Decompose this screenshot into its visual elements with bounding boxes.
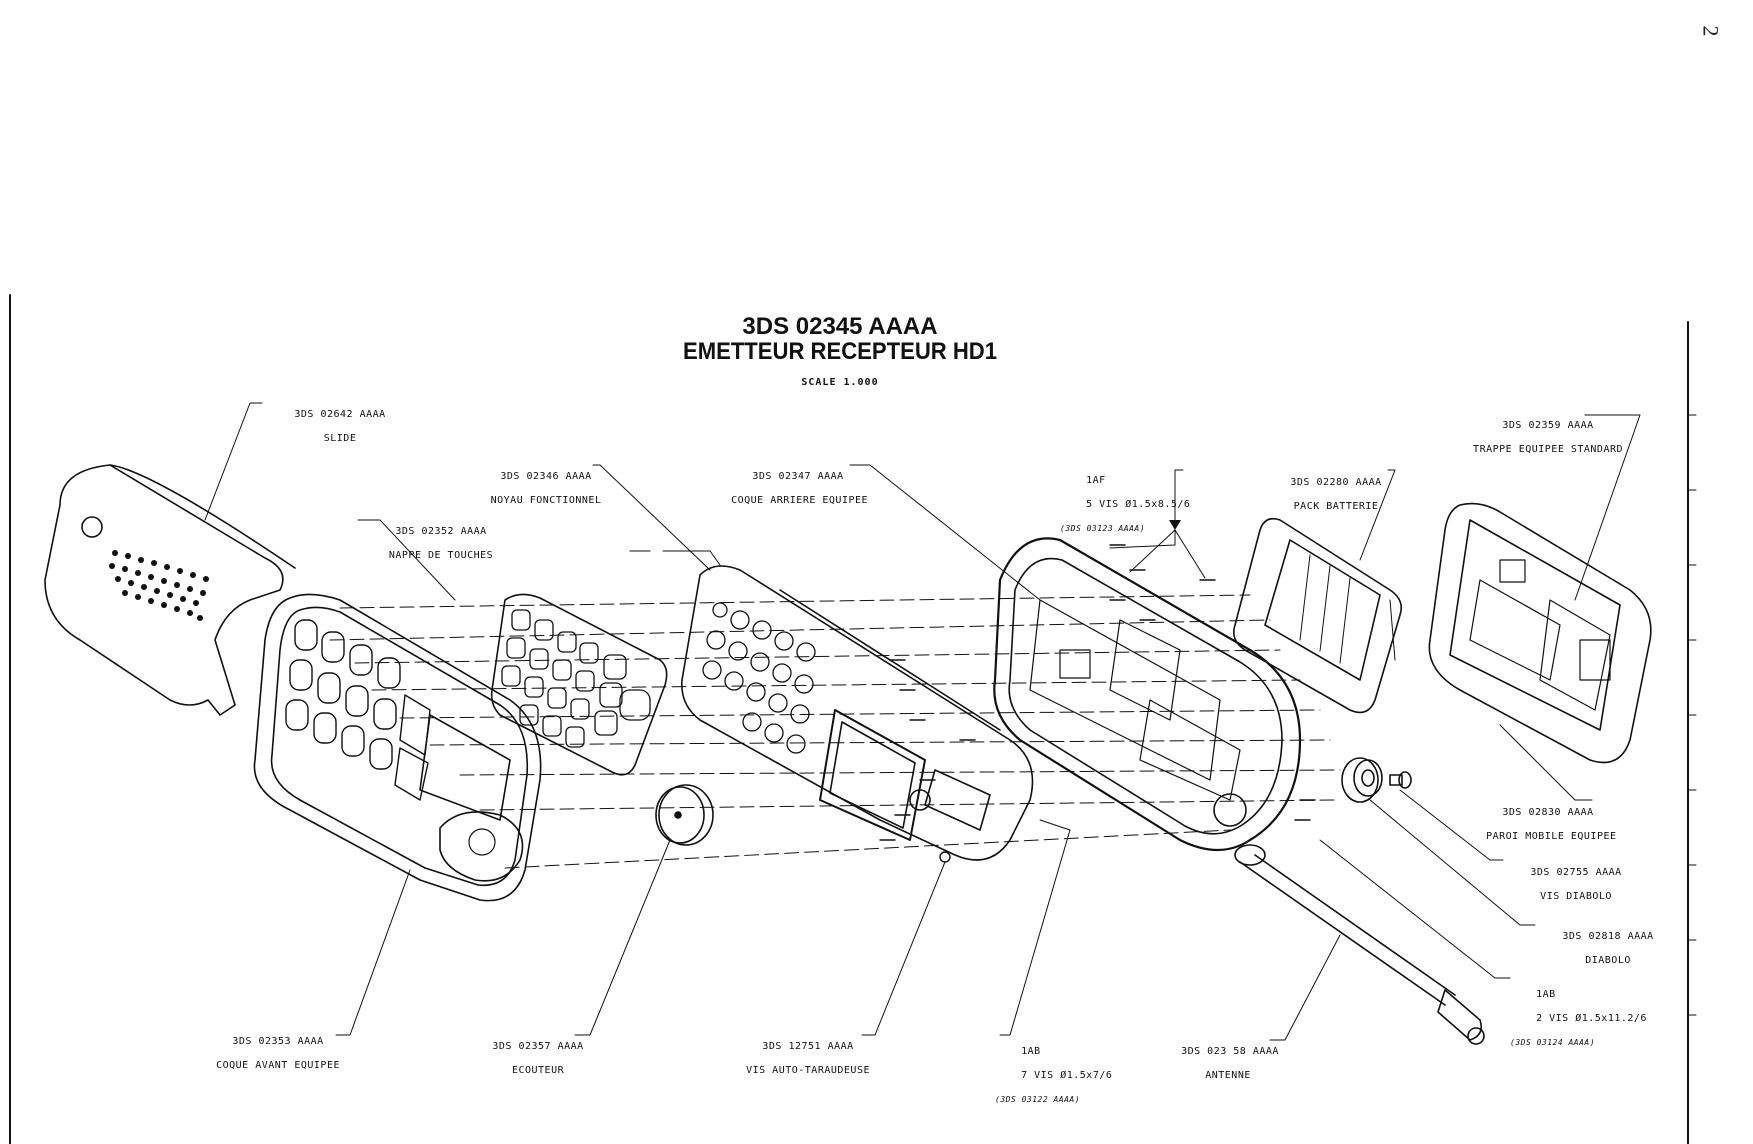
label-vis-1af: 1AF 5 VIS Ø1.5x8.5/6 (3DS 03123 AAAA) [1060,463,1190,559]
coque-avant-ref: 3DS 02353 AAAA [232,1036,324,1047]
label-pack-batterie: 3DS 02280 AAAA PACK BATTERIE [1258,465,1388,525]
battery-pack-part [1232,517,1403,714]
label-paroi: 3DS 02830 AAAA PAROI MOBILE EQUIPEE [1460,795,1616,855]
noyau-name: NOYAU FONCTIONNEL [490,495,602,506]
antenne-name: ANTENNE [1205,1070,1251,1081]
diabolo-screw-part [1389,771,1412,789]
label-vis-auto: 3DS 12751 AAAA VIS AUTO-TARAUDEUSE [720,1029,870,1089]
coque-arriere-name: COQUE ARRIERE EQUIPEE [731,495,869,506]
nappe-name: NAPPE DE TOUCHES [388,550,494,561]
slide-name: SLIDE [323,433,357,444]
earpiece-part [655,784,714,846]
leader-lines [204,402,1641,1041]
trappe-ref: 3DS 02359 AAAA [1502,420,1594,431]
front-shell-part [253,593,542,902]
slide-part [44,464,296,716]
label-coque-arriere: 3DS 02347 AAAA COQUE ARRIERE EQUIPEE [705,459,869,519]
paroi-name: PAROI MOBILE EQUIPEE [1486,831,1617,842]
label-coque-avant: 3DS 02353 AAAA COQUE AVANT EQUIPEE [190,1024,340,1084]
label-slide: 3DS 02642 AAAA SLIDE [262,397,392,457]
paroi-ref: 3DS 02830 AAAA [1502,807,1594,818]
label-nappe: 3DS 02352 AAAA NAPPE DE TOUCHES [358,514,498,574]
ecouteur-ref: 3DS 02357 AAAA [492,1041,584,1052]
vis-diabolo-name: VIS DIABOLO [1540,891,1612,902]
label-diabolo: 3DS 02818 AAAA DIABOLO [1535,919,1655,979]
coque-arriere-ref: 3DS 02347 AAAA [752,471,844,482]
vis-1af-ref: 1AF [1086,475,1106,486]
trappe-name: TRAPPE EQUIPEE STANDARD [1473,444,1624,455]
vis-1af-name: 5 VIS Ø1.5x8.5/6 [1086,499,1191,510]
frame-lines [9,294,1697,1144]
keypad-membrane-part [490,593,668,776]
vis-1af-sub: (3DS 03123 AAAA) [1060,524,1146,533]
diabolo-part [1341,757,1383,803]
vis-auto-name: VIS AUTO-TARAUDEUSE [746,1065,870,1076]
vis-1ab-7-sub: (3DS 03122 AAAA) [995,1095,1081,1104]
noyau-ref: 3DS 02346 AAAA [500,471,592,482]
diabolo-ref: 3DS 02818 AAAA [1562,931,1654,942]
label-trappe: 3DS 02359 AAAA TRAPPE EQUIPEE STANDARD [1445,408,1625,468]
pack-batterie-ref: 3DS 02280 AAAA [1290,477,1382,488]
slide-ref: 3DS 02642 AAAA [294,409,386,420]
rear-shell-part [993,537,1302,851]
vis-1ab-2-sub: (3DS 03124 AAAA) [1510,1038,1596,1047]
vis-auto-ref: 3DS 12751 AAAA [762,1041,854,1052]
antenna-part [1234,844,1485,1045]
label-vis-diabolo: 3DS 02755 AAAA VIS DIABOLO [1503,855,1623,915]
battery-door-part [1428,502,1652,764]
coque-avant-name: COQUE AVANT EQUIPEE [216,1060,340,1071]
screws [879,544,1316,863]
vis-1ab-2-name: 2 VIS Ø1.5x11.2/6 [1536,1013,1647,1024]
vis-1ab-7-ref: 1AB [1021,1046,1041,1057]
nappe-ref: 3DS 02352 AAAA [395,526,487,537]
antenne-ref: 3DS 023 58 AAAA [1181,1046,1279,1057]
label-antenne: 3DS 023 58 AAAA ANTENNE [1155,1034,1278,1094]
pack-batterie-name: PACK BATTERIE [1293,501,1379,512]
label-ecouteur: 3DS 02357 AAAA ECOUTEUR [465,1029,585,1089]
assembly-code: 3DS 02345 AAAA [742,313,938,340]
vis-diabolo-ref: 3DS 02755 AAAA [1530,867,1622,878]
vis-1ab-2-ref: 1AB [1536,989,1556,1000]
assembly-name: EMETTEUR RECEPTEUR HD1 [682,338,998,365]
vis-1ab-7-name: 7 VIS Ø1.5x7/6 [1021,1070,1113,1081]
drawing-scale: SCALE 1.000 [801,377,879,388]
ecouteur-name: ECOUTEUR [511,1065,565,1076]
label-vis-1ab-2: 1AB 2 VIS Ø1.5x11.2/6 (3DS 03124 AAAA) [1510,977,1650,1073]
diabolo-name: DIABOLO [1585,955,1631,966]
label-vis-1ab-7: 1AB 7 VIS Ø1.5x7/6 (3DS 03122 AAAA) [995,1034,1125,1130]
label-noyau: 3DS 02346 AAAA NOYAU FONCTIONNEL [463,459,603,519]
